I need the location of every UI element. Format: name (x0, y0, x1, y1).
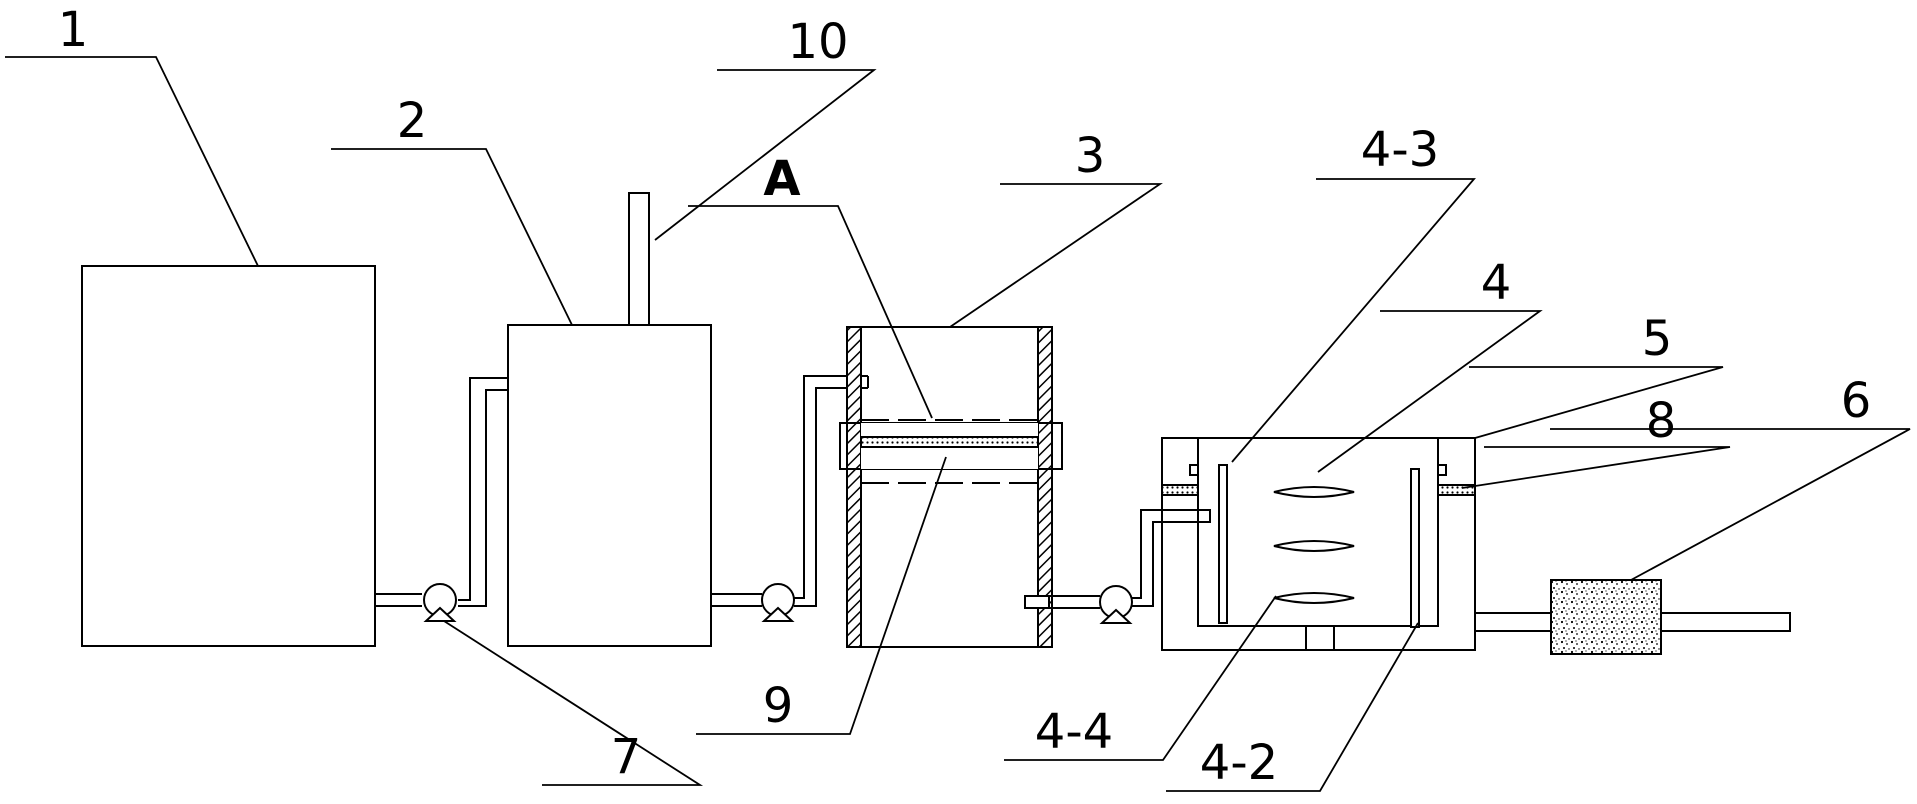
inner-tank-4 (1197, 437, 1439, 627)
label-8: 8 (1646, 393, 1677, 449)
seal-8-right (1437, 484, 1476, 496)
label-A: A (763, 151, 800, 207)
filter-6 (1550, 579, 1662, 655)
pump-2 (761, 583, 795, 622)
label-6: 6 (1841, 373, 1872, 429)
pump-3 (1099, 585, 1133, 624)
label-3: 3 (1075, 128, 1106, 184)
bracket-left (1189, 464, 1199, 476)
bracket-right (1437, 464, 1447, 476)
label-10: 10 (787, 14, 848, 70)
leader-lines (5, 56, 1911, 792)
filter-mesh-9 (860, 436, 1039, 448)
electrode-4-3 (1218, 464, 1228, 624)
pipe-2-to-3 (711, 375, 869, 607)
electrode-4-2 (1410, 468, 1420, 628)
pipe-1-to-2 (375, 377, 508, 607)
tank-2 (507, 324, 712, 647)
label-1: 1 (58, 2, 89, 58)
label-5: 5 (1642, 311, 1673, 367)
label-4-3: 4-3 (1361, 122, 1439, 178)
tank-1 (81, 265, 376, 647)
column-3-left-wall (846, 326, 862, 648)
column-3-right-wall (1037, 326, 1053, 648)
pump-7 (423, 583, 457, 622)
label-9: 9 (763, 678, 794, 734)
label-4: 4 (1481, 255, 1512, 311)
label-2: 2 (397, 93, 428, 149)
label-4-2: 4-2 (1200, 735, 1278, 791)
column-3-outlet (1024, 595, 1050, 609)
label-4-4: 4-4 (1035, 704, 1113, 760)
label-7: 7 (611, 729, 642, 785)
stirrer-blades-4-4 (1273, 486, 1355, 604)
inner-inlet (1180, 509, 1211, 523)
seal-8-left (1161, 484, 1199, 496)
outer-tank-5 (1161, 437, 1476, 651)
pipe-3-to-4 (1049, 509, 1180, 609)
outlet-pipe (1475, 612, 1791, 632)
vent-pipe-10 (628, 192, 650, 326)
